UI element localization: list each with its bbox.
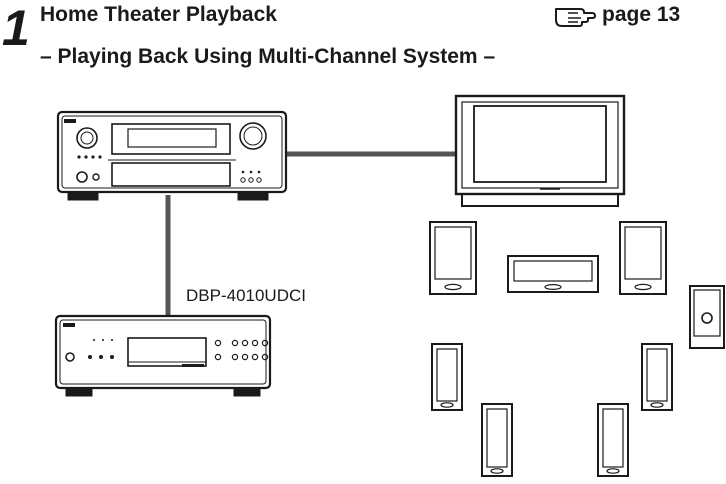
- television: [454, 94, 626, 207]
- page-reference-text: page 13: [602, 3, 681, 26]
- av-receiver: [56, 110, 288, 201]
- step-number: 1: [2, 0, 30, 56]
- blu-ray-player: [54, 314, 272, 397]
- surround-left-speaker: [431, 343, 463, 411]
- front-right-speaker: [619, 221, 667, 295]
- section-subtitle: – Playing Back Using Multi-Channel Syste…: [40, 45, 496, 68]
- front-left-speaker: [429, 221, 477, 295]
- page-reference[interactable]: page 13: [554, 2, 680, 28]
- pointing-hand-icon: [555, 8, 596, 27]
- surround-back-right-speaker: [597, 403, 629, 477]
- subwoofer: [689, 285, 725, 349]
- center-speaker: [507, 255, 599, 293]
- hdmi-cables: [165, 151, 460, 316]
- section-title: Home Theater Playback: [40, 3, 277, 26]
- surround-right-speaker: [641, 343, 673, 411]
- surround-back-left-speaker: [481, 403, 513, 477]
- player-model-label: DBP-4010UDCI: [186, 286, 306, 305]
- speaker-set: [429, 221, 725, 477]
